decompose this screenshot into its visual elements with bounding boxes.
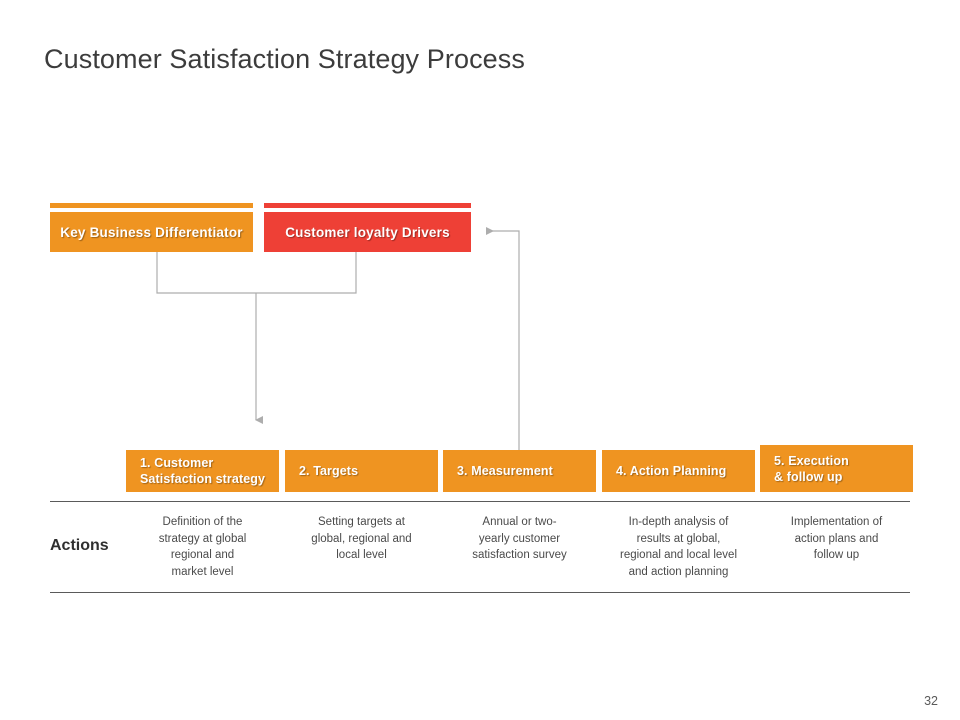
action-cell-2: Setting targets at global, regional and … (311, 516, 412, 561)
process-step-3[interactable]: 3. Measurement (443, 450, 596, 492)
accent-bar (264, 203, 471, 208)
page-title: Customer Satisfaction Strategy Process (44, 44, 525, 74)
process-step-label: 5. Execution & follow up (774, 453, 849, 484)
action-cell-5: Implementation of action plans and follo… (790, 516, 883, 561)
accent-bar (50, 203, 253, 208)
feedback-arrow (486, 227, 520, 450)
process-step-label: 2. Targets (299, 464, 359, 478)
input-box-customer-loyalty-drivers[interactable]: Customer loyalty Drivers (264, 203, 471, 252)
action-cell-4: In-depth analysis of results at global, … (620, 516, 737, 578)
action-cell-3: Annual or two- yearly customer satisfact… (472, 516, 567, 561)
process-step-2[interactable]: 2. Targets (285, 450, 438, 492)
input-box-body: Customer loyalty Drivers (264, 212, 471, 252)
actions-top-rule (50, 501, 910, 502)
action-cell-1: Definition of the strategy at global reg… (158, 516, 247, 578)
input-box-label: Customer loyalty Drivers (285, 224, 450, 240)
input-box-body: Key Business Differentiator (50, 212, 253, 252)
input-box-label: Key Business Differentiator (60, 224, 243, 240)
process-step-1[interactable]: 1. Customer Satisfaction strategy (126, 450, 279, 492)
actions-row-label: Actions (50, 537, 109, 554)
actions-bottom-rule (50, 592, 910, 593)
process-step-label: 4. Action Planning (616, 464, 727, 478)
input-box-key-business-differentiator[interactable]: Key Business Differentiator (50, 203, 253, 252)
process-step-label: 3. Measurement (457, 464, 553, 478)
process-step-label: 1. Customer Satisfaction strategy (140, 456, 266, 486)
process-step-5[interactable]: 5. Execution & follow up (760, 445, 913, 492)
page-number: 32 (924, 694, 938, 708)
process-step-4[interactable]: 4. Action Planning (602, 450, 755, 492)
bracket-connector (156, 252, 357, 424)
